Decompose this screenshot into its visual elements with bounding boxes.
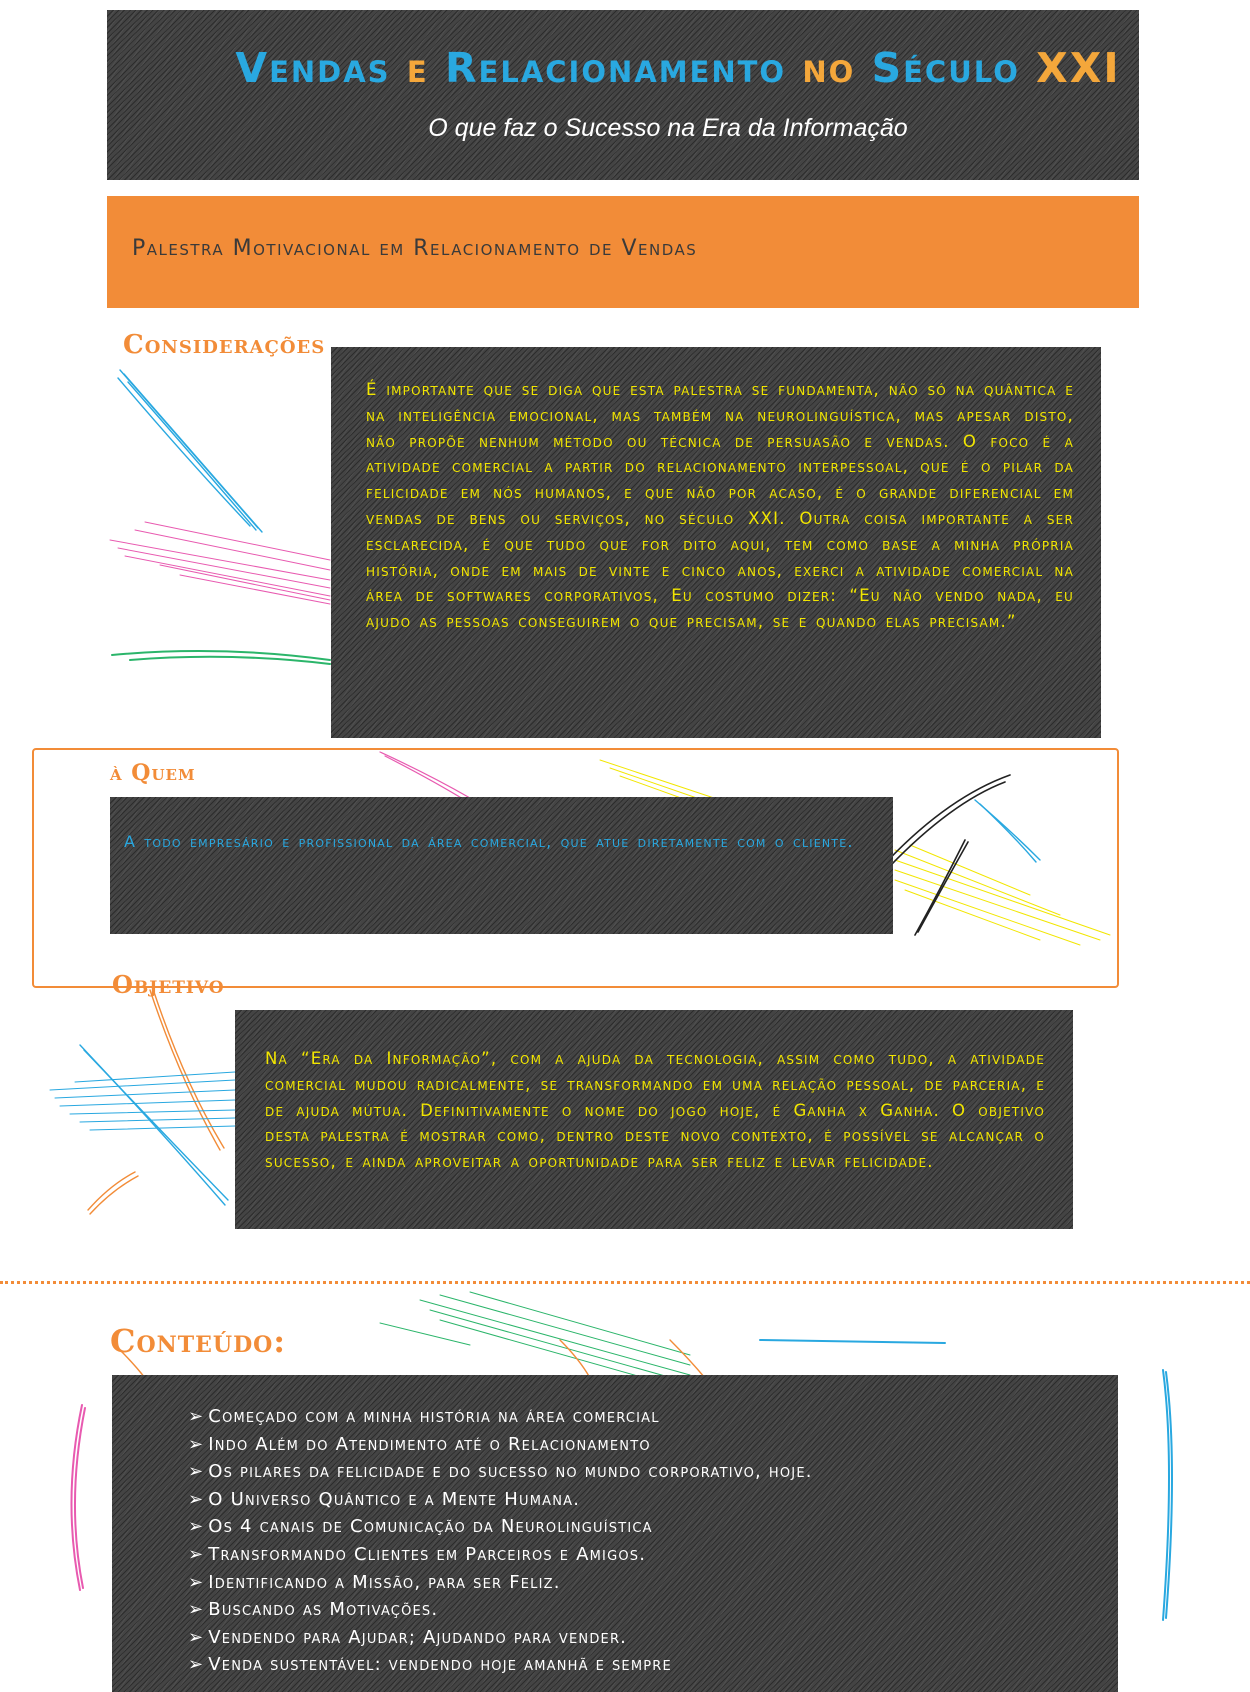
heading-quem: à Quem [110,760,196,786]
banner-text: Palestra Motivacional em Relacionamento … [132,236,698,261]
quem-text: A todo empresário e profissional da área… [124,832,854,851]
content-item-text: Venda sustentável: vendendo hoje amanhã … [208,1654,672,1676]
banner: Palestra Motivacional em Relacionamento … [107,196,1139,308]
content-item-text: Os pilares da felicidade e do sucesso no… [208,1461,813,1483]
title-word: Relacionamento [444,44,787,92]
blue-hatch [49,1071,236,1131]
heading-consideracoes: Considerações [123,330,326,360]
arrow-bullet-icon: ➢ [188,1571,205,1593]
quem-box: A todo empresário e profissional da área… [110,797,893,934]
header-panel: Vendas e Relacionamento no Século XXI O … [107,10,1139,180]
arrow-bullet-icon: ➢ [188,1516,205,1538]
content-item-text: Transformando Clientes em Parceiros e Am… [208,1543,647,1565]
blue-stroke-3 [79,1044,229,1206]
objetivo-box: Na “Era da Informação”, com a ajuda da t… [235,1010,1073,1229]
arrow-bullet-icon: ➢ [188,1461,205,1483]
content-list-item: ➢Buscando as Motivações. [188,1596,813,1624]
consideracoes-box: É importante que se diga que esta palest… [331,347,1101,738]
arrow-bullet-icon: ➢ [188,1654,205,1676]
content-list-item: ➢Identificando a Missão, para ser Feliz. [188,1569,813,1597]
dotted-divider [0,1281,1250,1284]
page-subtitle: O que faz o Sucesso na Era da Informação [428,114,908,142]
title-word: Vendas [235,44,391,92]
objetivo-text: Na “Era da Informação”, com a ajuda da t… [265,1049,1045,1172]
blue-stroke-4 [759,1339,1173,1621]
arrow-bullet-icon: ➢ [188,1599,205,1621]
content-list: ➢Começado com a minha história na área c… [188,1403,813,1679]
arrow-bullet-icon: ➢ [188,1488,205,1510]
green-stroke-1 [111,650,331,665]
content-list-item: ➢Os pilares da felicidade e do sucesso n… [188,1458,813,1486]
content-list-item: ➢Venda sustentável: vendendo hoje amanhã… [188,1651,813,1679]
content-item-text: O Universo Quântico e a Mente Humana. [208,1488,581,1510]
pink-stroke-3 [70,1404,86,1591]
heading-objetivo: Objetivo [112,970,225,999]
yellow-stroke [599,759,1111,946]
title-word: no [802,44,856,92]
page-title: Vendas e Relacionamento no Século XXI [107,44,1139,92]
heading-conteudo: Conteúdo: [110,1322,287,1360]
arrow-bullet-icon: ➢ [188,1433,205,1455]
content-list-item: ➢Os 4 canais de Comunicação da Neuroling… [188,1513,813,1541]
content-list-item: ➢Transformando Clientes em Parceiros e A… [188,1541,813,1569]
content-list-item: ➢Vendendo para Ajudar; Ajudando para ven… [188,1624,813,1652]
arrow-bullet-icon: ➢ [188,1406,205,1427]
content-item-text: Começado com a minha história na área co… [208,1406,660,1427]
content-item-text: Vendendo para Ajudar; Ajudando para vend… [208,1626,628,1648]
content-item-text: Identificando a Missão, para ser Feliz. [208,1571,561,1593]
title-word: e [406,44,429,92]
arrow-bullet-icon: ➢ [188,1543,205,1565]
content-item-text: Os 4 canais de Comunicação da Neurolingu… [208,1516,653,1538]
title-word: Século [871,44,1020,92]
content-item-text: Buscando as Motivações. [208,1599,439,1621]
pink-stroke [109,521,331,605]
title-word: XXI [1036,44,1121,92]
content-list-item: ➢O Universo Quântico e a Mente Humana. [188,1486,813,1514]
content-list-item: ➢Começado com a minha história na área c… [188,1403,813,1431]
blue-stroke-2 [974,799,1041,863]
conteudo-box: ➢Começado com a minha história na área c… [112,1375,1118,1692]
green-hatch [379,1291,691,1389]
consideracoes-text: É importante que se diga que esta palest… [366,380,1074,632]
blue-stroke-1 [117,369,263,533]
content-list-item: ➢Indo Além do Atendimento até o Relacion… [188,1431,813,1459]
quem-frame [32,748,1119,988]
arrow-bullet-icon: ➢ [188,1626,205,1648]
content-item-text: Indo Além do Atendimento até o Relaciona… [208,1433,651,1455]
